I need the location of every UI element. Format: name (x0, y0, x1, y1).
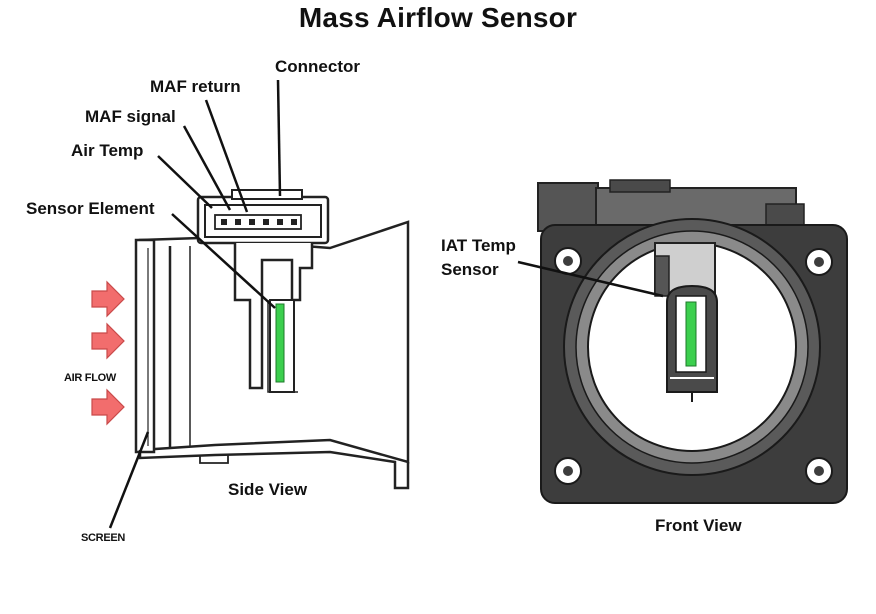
sensor-stem (233, 243, 314, 390)
diagram-title: Mass Airflow Sensor (298, 2, 578, 33)
front-connector (537, 182, 599, 232)
connector-pins (214, 214, 302, 230)
label-maf-signal: MAF signal (85, 107, 176, 126)
front-view-drawing (537, 179, 848, 504)
arrow-icon (91, 280, 125, 318)
label-connector: Connector (275, 57, 360, 76)
label-air-flow: AIR FLOW (64, 372, 116, 384)
label-front-view: Front View (655, 516, 742, 535)
inlet-ring (134, 238, 156, 454)
label-sensor-element: Sensor Element (26, 199, 155, 218)
label-iat-temp: IAT Temp (441, 236, 516, 255)
front-sensor-element (685, 301, 697, 367)
airflow-arrows (91, 280, 125, 426)
side-view-drawing (134, 189, 410, 490)
label-iat-sensor: Sensor (441, 260, 499, 279)
label-maf-return: MAF return (150, 77, 241, 96)
label-screen: SCREEN (81, 532, 126, 544)
sensor-element (275, 303, 285, 383)
iat-leader-line (517, 260, 664, 298)
arrow-icon (91, 388, 125, 426)
label-side-view: Side View (228, 480, 308, 499)
arrow-icon (91, 322, 125, 360)
side-leader-lines (108, 79, 282, 529)
label-air-temp: Air Temp (71, 141, 144, 160)
